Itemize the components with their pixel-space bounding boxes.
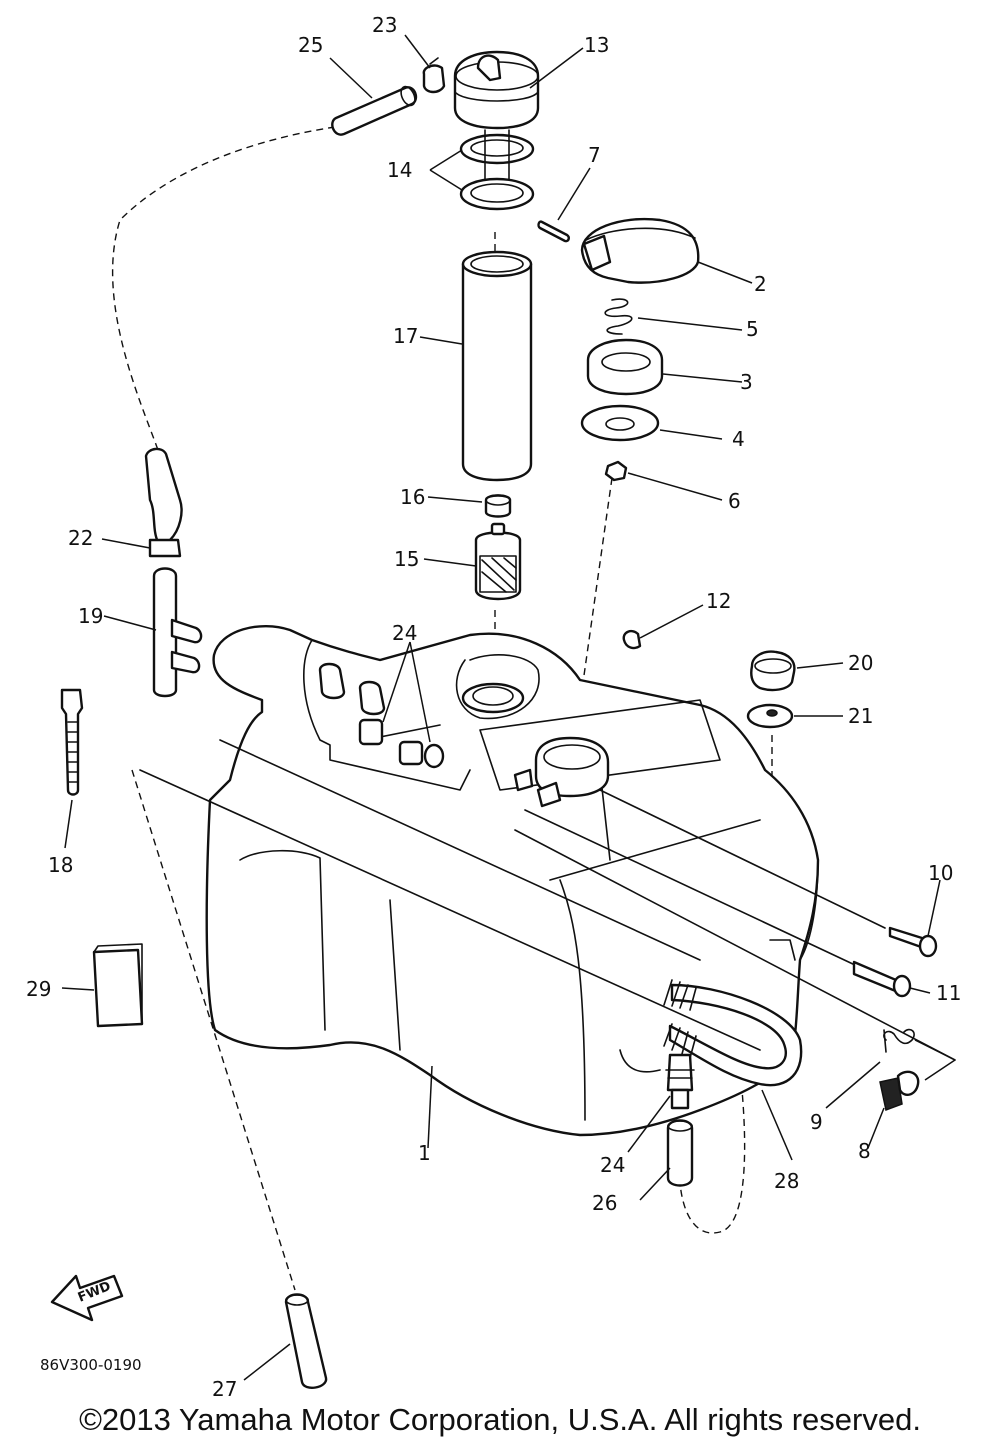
pad <box>92 943 144 1028</box>
fittings-upper <box>318 662 386 716</box>
callout-12: 12 <box>706 589 731 613</box>
callout-7: 7 <box>588 143 601 167</box>
callout-28: 28 <box>774 1169 799 1193</box>
callout-25: 25 <box>298 33 323 57</box>
callout-16: 16 <box>400 485 425 509</box>
callout-22: 22 <box>68 526 93 550</box>
callout-20: 20 <box>848 651 873 675</box>
callout-14: 14 <box>387 158 412 182</box>
fitting-bottom <box>665 1053 695 1110</box>
callout-1: 1 <box>418 1141 431 1165</box>
callout-17: 17 <box>393 324 418 348</box>
callout-8: 8 <box>858 1139 871 1163</box>
callout-15: 15 <box>394 547 419 571</box>
knob-8 <box>879 1070 920 1112</box>
callout-2: 2 <box>754 272 767 296</box>
forward-arrow-icon: FWD <box>50 1274 124 1322</box>
callout-26: 26 <box>592 1191 617 1215</box>
callout-13: 13 <box>584 33 609 57</box>
callout-29: 29 <box>26 977 51 1001</box>
hose-27 <box>284 1293 328 1389</box>
filler-cap <box>453 50 540 130</box>
clip-9 <box>883 1028 915 1053</box>
callout-6: 6 <box>728 489 741 513</box>
callout-4: 4 <box>732 427 745 451</box>
hose-25 <box>331 85 418 136</box>
hose-28 <box>663 979 803 1087</box>
bolt-10 <box>888 926 938 958</box>
callout-27: 27 <box>212 1377 237 1401</box>
hose-upper <box>144 447 183 544</box>
callout-24-upper: 24 <box>392 621 417 645</box>
clip-12 <box>622 629 642 650</box>
filler-tube <box>461 250 533 482</box>
callout-10: 10 <box>928 861 953 885</box>
seat <box>586 338 664 396</box>
callout-9: 9 <box>810 1110 823 1134</box>
callout-19: 19 <box>78 604 103 628</box>
hose-26 <box>666 1119 694 1187</box>
strap <box>60 688 84 796</box>
gaskets <box>459 129 535 211</box>
clamp-22 <box>148 538 182 558</box>
spring <box>604 298 633 335</box>
copyright-notice: ©2013 Yamaha Motor Corporation, U.S.A. A… <box>79 1402 921 1437</box>
washer-4 <box>580 404 660 442</box>
drawing-code: 86V300-0190 <box>40 1356 142 1374</box>
nut-6 <box>604 460 628 482</box>
callout-24-lower: 24 <box>600 1153 625 1177</box>
callout-5: 5 <box>746 317 759 341</box>
bolt-axis-lines <box>139 739 956 1061</box>
cap-nut <box>750 650 796 692</box>
callout-3: 3 <box>740 370 753 394</box>
tee-fitting <box>152 567 203 698</box>
fuel-filter <box>474 522 522 601</box>
washer-21 <box>746 703 794 729</box>
lid <box>580 217 700 284</box>
callout-21: 21 <box>848 704 873 728</box>
callout-numbers: 1 2 3 4 5 6 7 8 9 10 11 12 13 14 15 16 1… <box>26 13 961 1401</box>
pin-7 <box>537 220 570 243</box>
callout-23: 23 <box>372 13 397 37</box>
clamp-16 <box>484 494 512 518</box>
callout-18: 18 <box>48 853 73 877</box>
leader-lines <box>61 34 956 1381</box>
bolt-11 <box>852 960 912 998</box>
callout-11: 11 <box>936 981 961 1005</box>
clamp-23 <box>422 57 446 94</box>
